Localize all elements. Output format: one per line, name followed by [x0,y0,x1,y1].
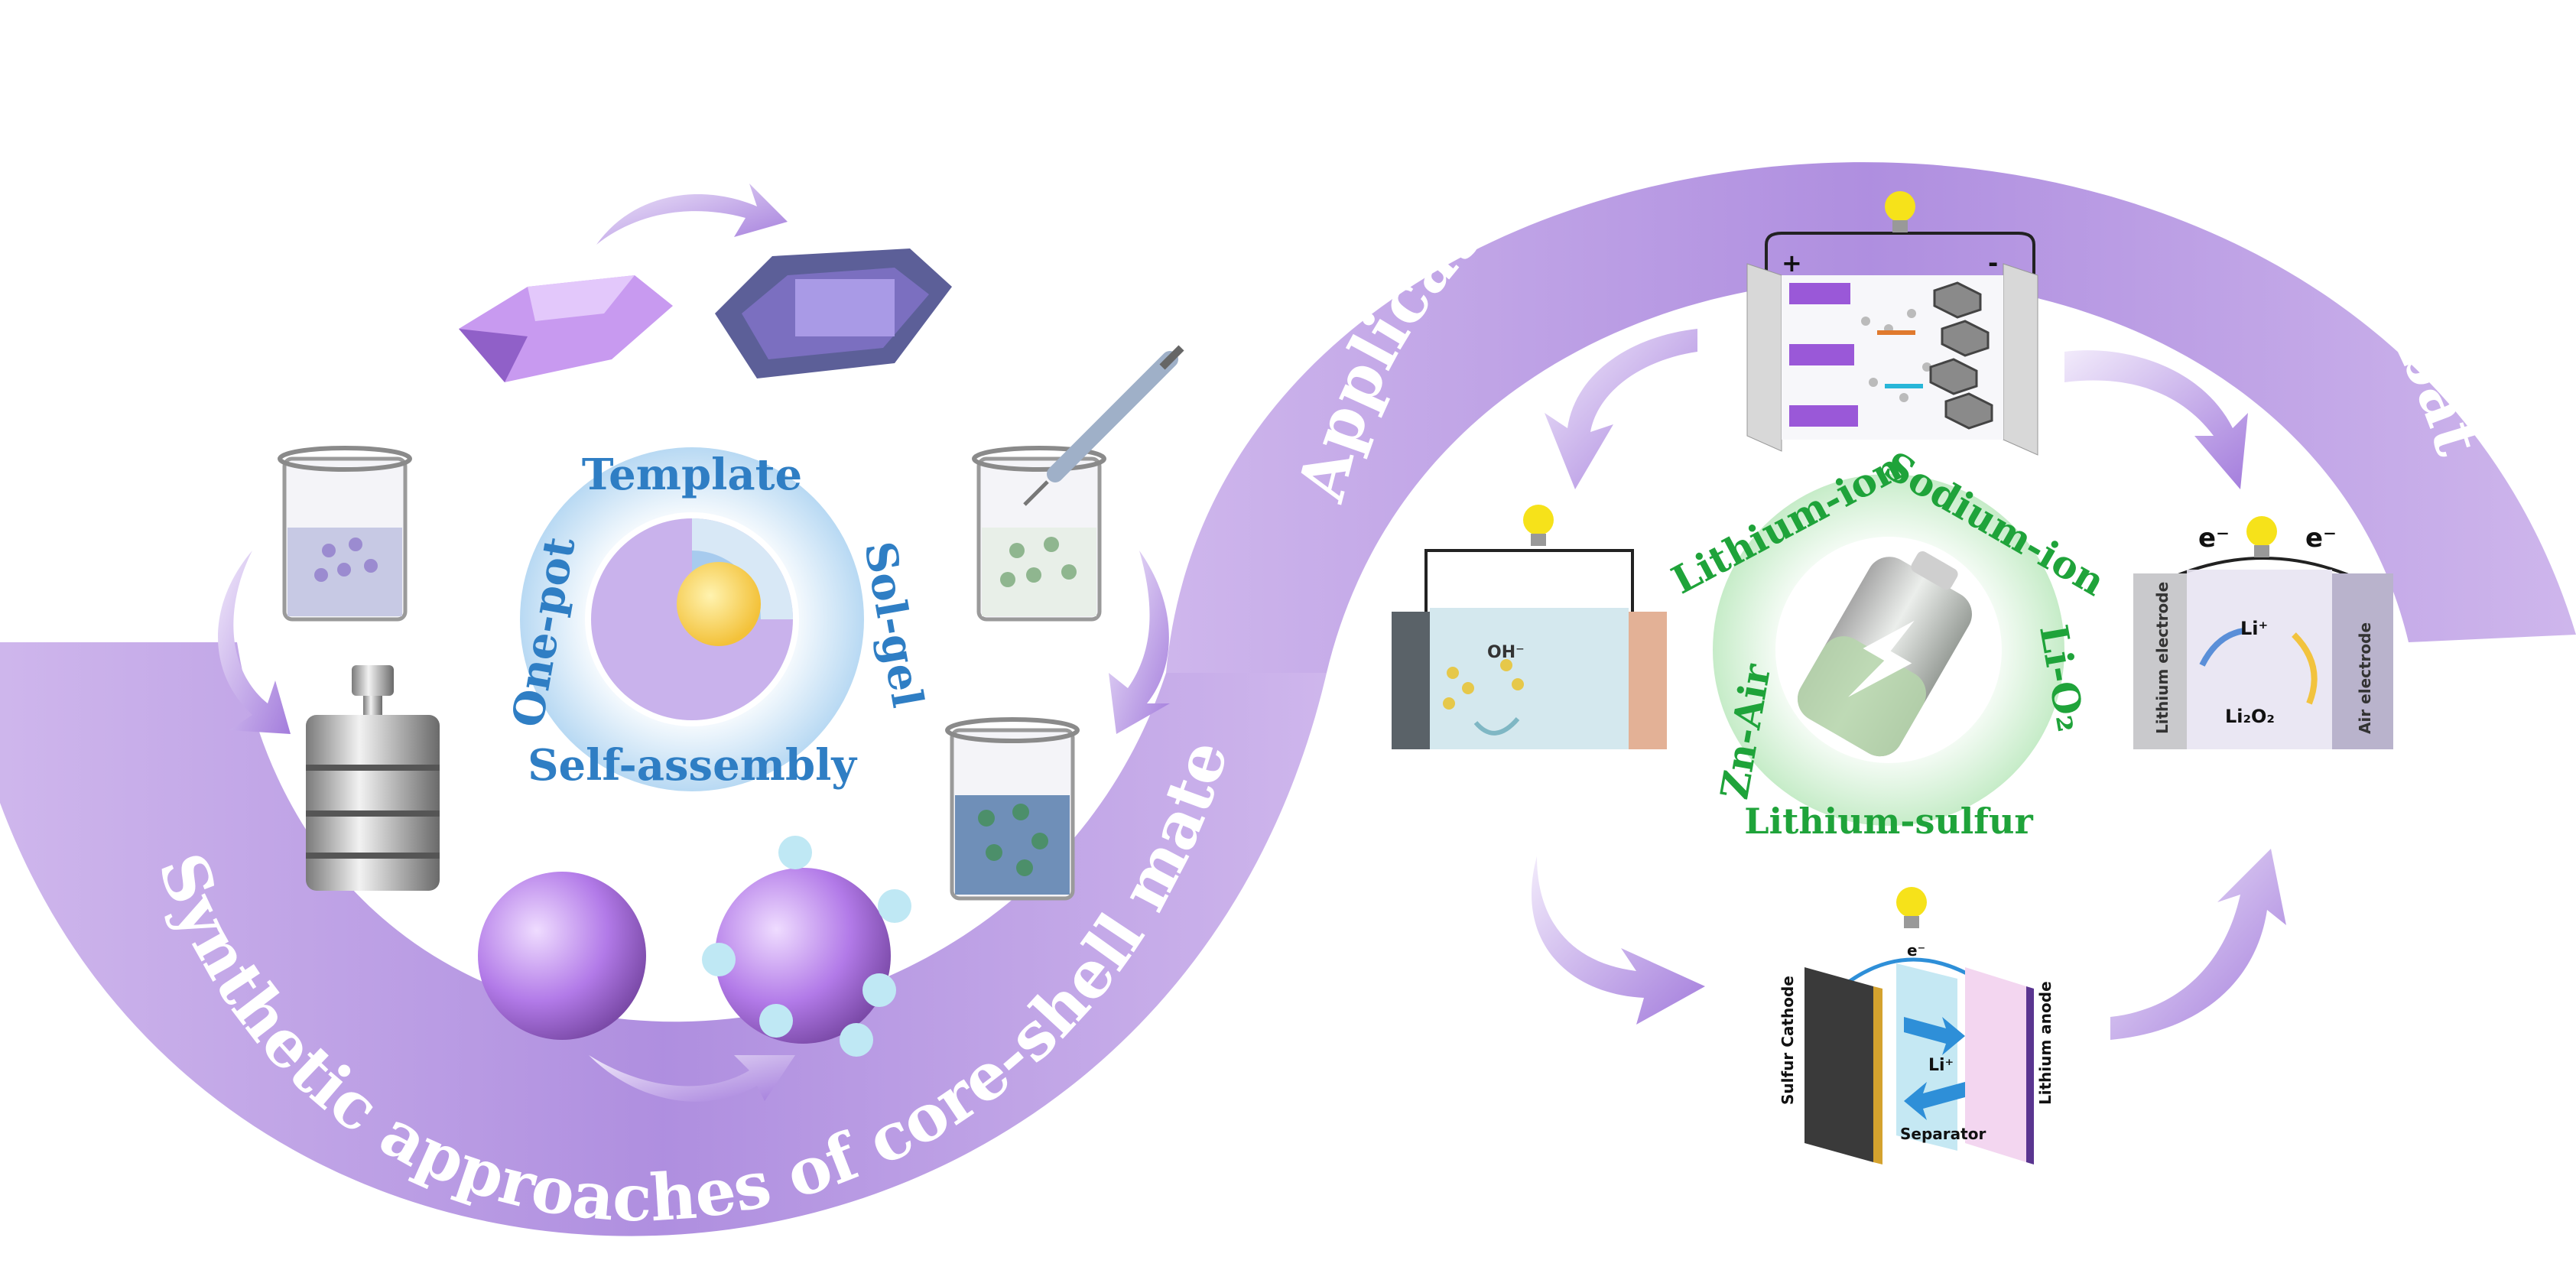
s-ribbon-upper [1166,162,2576,673]
li-o2-electron-right: e⁻ [2305,523,2337,554]
arrow-battery-top-right [2064,350,2248,489]
li-s-separator: Separator [1900,1125,1986,1143]
li-ion-minus: - [1988,248,1998,278]
li-s-lithium-anode: Lithium anode [2036,981,2055,1105]
li-ion-plus: + [1782,248,1802,278]
metal-weight [306,665,440,891]
li-ion-cell [1746,191,2038,456]
li-s-sulfur-cathode: Sulfur Cathode [1779,976,1797,1105]
li-s-electron: e⁻ [1907,941,1925,960]
syringe-icon [1023,345,1184,506]
li-o2-air-electrode: Air electrode [2356,622,2374,734]
beaker-blue [945,717,1080,901]
method-self-assembly: Self-assembly [528,740,857,791]
s-ribbon-lower [0,642,1327,1236]
beaker-one-pot [278,446,412,622]
bulb-icon [1885,191,1915,232]
li-o2-electron-left: e⁻ [2198,523,2230,554]
arrow-crystal [596,184,788,245]
arrow-battery-top-left [1545,329,1697,489]
arrow-battery-bottom-left [1531,856,1705,1025]
arrow-sphere [589,1055,795,1102]
method-sol-gel: Sol-gel [854,538,933,711]
zn-air-cell [1392,505,1667,749]
li-o2-li-ion: Li⁺ [2240,618,2268,639]
crystal-light [459,275,673,382]
li-o2-cell [2133,516,2393,749]
beaker-sol-gel [972,446,1106,622]
zn-air-hydroxide: OH⁻ [1487,643,1525,662]
bulb-icon [2246,516,2277,557]
li-s-cell [1804,887,2034,1164]
bulb-icon [1523,505,1554,546]
arrow-battery-bottom-right [2110,849,2286,1040]
li-o2-product: Li₂O₂ [2225,706,2275,727]
sphere-plain [478,872,646,1040]
arrow-sol-gel [1109,551,1170,734]
battery-icon [1798,551,1972,757]
sphere-decorated [702,836,911,1057]
arrow-one-pot [218,551,291,734]
crystal-coated [715,248,952,378]
battery-type-lithium-sulfur: Lithium-sulfur [1744,801,2033,842]
synthesis-ring [520,447,864,791]
li-s-li-ion: Li⁺ [1928,1056,1954,1075]
method-template: Template [582,450,802,500]
li-o2-lithium-electrode: Lithium electrode [2153,582,2172,734]
bulb-icon [1896,887,1927,928]
